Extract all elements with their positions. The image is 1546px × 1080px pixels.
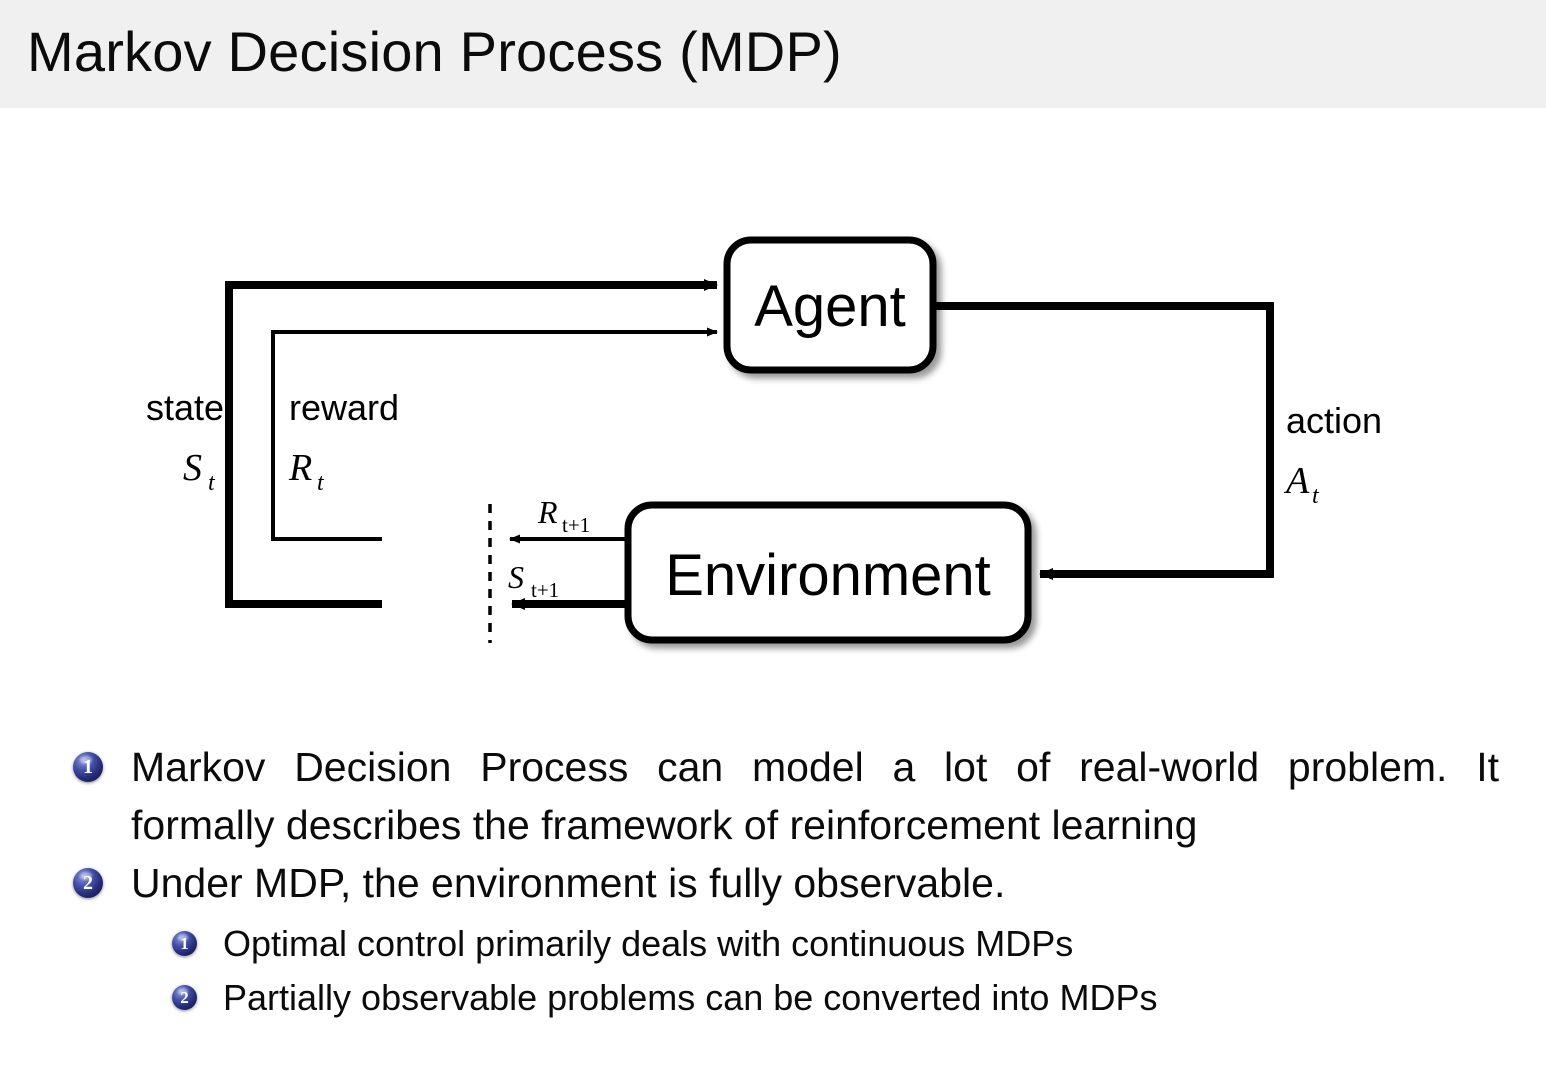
environment-box[interactable]: Environment	[624, 501, 1032, 644]
agent-box[interactable]: Agent	[723, 236, 937, 374]
reward-label-symbol: R	[288, 447, 312, 489]
bullet-badge-1: 1	[73, 752, 103, 782]
action-label-word: action	[1286, 400, 1382, 441]
sub-bullet-badge-1: 1	[172, 931, 197, 956]
next-reward-label-group: R t+1	[537, 494, 590, 537]
bullet-badge-number: 1	[83, 756, 93, 778]
list-item-line: Optimal control primarily deals with con…	[223, 923, 1074, 964]
state-label-group: state S t	[146, 387, 224, 496]
list-item: 1 Optimal control primarily deals with c…	[0, 918, 1546, 972]
action-label-group: action A t	[1283, 400, 1382, 509]
bullet-badge-number: 1	[180, 934, 189, 953]
next-state-symbol: S	[508, 559, 524, 595]
state-label-subscript: t	[208, 470, 216, 496]
mdp-diagram: Agent Environment state S t reward R t a…	[0, 108, 1546, 723]
state-label-symbol: S	[183, 447, 202, 489]
state-feedback-path	[225, 279, 718, 608]
bullet-badge-number: 2	[83, 872, 93, 894]
agent-box-label: Agent	[754, 274, 906, 339]
reward-label-group: reward R t	[288, 387, 399, 496]
environment-box-label: Environment	[665, 543, 991, 608]
action-path	[933, 302, 1274, 580]
list-item: 2 Under MDP, the environment is fully ob…	[0, 854, 1546, 918]
state-label-word: state	[146, 387, 224, 428]
reward-label-subscript: t	[317, 470, 325, 496]
bullet-badge-2: 2	[73, 868, 103, 898]
next-state-subscript: t+1	[531, 578, 559, 602]
action-label-symbol: A	[1283, 460, 1310, 502]
list-item: 2 Partially observable problems can be c…	[0, 972, 1546, 1026]
list-item-text: Partially observable problems can be con…	[223, 972, 1503, 1024]
next-state-label-group: S t+1	[508, 559, 559, 602]
list-item-line: formally describes the framework of rein…	[131, 802, 1198, 848]
reward-feedback-path	[271, 327, 718, 541]
list-item-text: Markov Decision Process can model a lot …	[131, 738, 1499, 854]
bullet-list: 1 Markov Decision Process can model a lo…	[0, 738, 1546, 1026]
bullet-badge-number: 2	[180, 988, 189, 1007]
list-item: 1 Markov Decision Process can model a lo…	[0, 738, 1546, 854]
page-title: Markov Decision Process (MDP)	[27, 20, 842, 83]
slide-header-band	[0, 0, 1546, 108]
list-item-line: Under MDP, the environment is fully obse…	[131, 860, 1006, 906]
reward-label-word: reward	[289, 387, 399, 428]
list-item-line: Markov Decision Process can model a lot …	[131, 744, 1499, 790]
list-item-text: Optimal control primarily deals with con…	[223, 918, 1503, 970]
agent-environment-loop-svg: Agent Environment state S t reward R t a…	[146, 236, 1382, 644]
list-item-line: Partially observable problems can be con…	[223, 977, 1158, 1018]
sub-bullet-badge-2: 2	[172, 985, 197, 1010]
next-reward-subscript: t+1	[562, 513, 590, 537]
next-reward-symbol: R	[537, 494, 558, 530]
action-label-subscript: t	[1312, 483, 1320, 509]
list-item-text: Under MDP, the environment is fully obse…	[131, 854, 1499, 912]
